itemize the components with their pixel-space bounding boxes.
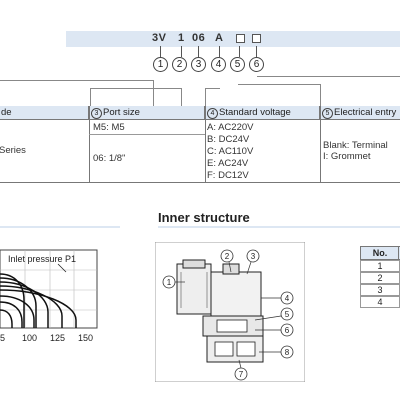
parts-table-header-name bbox=[398, 246, 400, 260]
port-size-m5: M5: M5 bbox=[93, 122, 125, 133]
parts-table-header: No. bbox=[360, 246, 400, 260]
model-code-bar bbox=[66, 31, 400, 47]
circle-number-5: 5 bbox=[230, 57, 245, 72]
chart-curves bbox=[0, 273, 77, 328]
parts-table-row: 1 bbox=[360, 260, 400, 272]
label-pointer bbox=[57, 263, 67, 273]
callout-4: 4 bbox=[285, 294, 290, 303]
voltage-e: E: AC24V bbox=[207, 158, 249, 169]
port-chamber bbox=[236, 341, 256, 357]
circle-number-1: 1 bbox=[153, 57, 168, 72]
voltage-b: B: DC24V bbox=[207, 134, 250, 145]
connector-line-5 bbox=[238, 84, 321, 107]
spool bbox=[216, 319, 248, 333]
code-part-port: 06 bbox=[192, 32, 206, 44]
connector-line-6 bbox=[257, 76, 400, 78]
code-part-type: 1 bbox=[178, 32, 185, 44]
circle-number-6: 6 bbox=[249, 57, 264, 72]
x-tick-label: 150 bbox=[78, 333, 93, 343]
header-port-size-label: Port size bbox=[103, 107, 140, 118]
code-box-option-1 bbox=[236, 34, 245, 43]
header-number: 5 bbox=[322, 108, 333, 119]
column-divider bbox=[89, 106, 90, 183]
section-rule-left bbox=[0, 226, 120, 228]
voltage-a: A: AC220V bbox=[207, 122, 254, 133]
electrical-terminal: Blank: Terminal bbox=[323, 140, 388, 151]
callout-1: 1 bbox=[167, 278, 172, 287]
connector-line-1 bbox=[0, 80, 154, 107]
leader-line bbox=[256, 46, 258, 57]
column-divider bbox=[320, 106, 321, 183]
plunger-top bbox=[222, 263, 240, 275]
x-tick-label: 5 bbox=[0, 333, 5, 343]
header-voltage-label: Standard voltage bbox=[219, 107, 291, 118]
code-box-option-2 bbox=[252, 34, 261, 43]
coil-body bbox=[176, 263, 212, 315]
callout-5: 5 bbox=[285, 310, 290, 319]
coil-cap bbox=[182, 259, 206, 269]
connector-line-3 bbox=[90, 88, 182, 107]
port-chamber bbox=[214, 341, 234, 357]
circle-number-2: 2 bbox=[172, 57, 187, 72]
parts-table-row: 4 bbox=[360, 296, 400, 308]
connector-line-4 bbox=[205, 88, 220, 107]
leader-line bbox=[181, 46, 183, 57]
callout-7: 7 bbox=[239, 370, 244, 379]
callout-8: 8 bbox=[285, 348, 290, 357]
leader-line bbox=[239, 46, 241, 57]
flow-chart: Inlet pressure P1 5 100 125 150 bbox=[0, 249, 98, 343]
voltage-c: C: AC110V bbox=[207, 146, 254, 157]
parts-table-row: 2 bbox=[360, 272, 400, 284]
code-part-series: 3V bbox=[152, 32, 167, 44]
curve-series bbox=[0, 295, 35, 328]
code-part-voltage: A bbox=[215, 32, 224, 44]
x-tick-label: 125 bbox=[50, 333, 65, 343]
row-divider bbox=[89, 134, 205, 135]
electrical-grommet: I: Grommet bbox=[323, 151, 371, 162]
callout-6: 6 bbox=[285, 326, 290, 335]
header-number: 3 bbox=[91, 108, 102, 119]
port-size-06: 06: 1/8" bbox=[93, 153, 126, 164]
circle-number-4: 4 bbox=[211, 57, 226, 72]
voltage-f: F: DC12V bbox=[207, 170, 249, 181]
leader-line bbox=[198, 46, 200, 57]
section-rule-right bbox=[158, 226, 400, 228]
column-divider bbox=[205, 106, 206, 183]
leader-line bbox=[160, 46, 162, 57]
curve-series bbox=[0, 309, 13, 328]
parts-table-row: 3 bbox=[360, 284, 400, 296]
curve-series bbox=[0, 273, 25, 328]
header-number: 4 bbox=[207, 108, 218, 119]
callout-2: 2 bbox=[225, 252, 230, 261]
inner-structure-title: Inner structure bbox=[158, 210, 250, 225]
circle-number-3: 3 bbox=[191, 57, 206, 72]
header-electrical-label: Electrical entry bbox=[334, 107, 397, 118]
x-tick-label: 100 bbox=[22, 333, 37, 343]
leader-line bbox=[219, 46, 221, 57]
inlet-pressure-label: Inlet pressure P1 bbox=[8, 254, 76, 264]
callout-3: 3 bbox=[251, 252, 256, 261]
inner-structure-drawing: 1 2 3 4 5 6 7 8 bbox=[155, 242, 305, 382]
curve-series bbox=[0, 289, 77, 328]
valve-housing bbox=[210, 271, 262, 317]
curve-series bbox=[0, 301, 23, 328]
series-value: Series bbox=[0, 145, 26, 156]
header-series: de bbox=[0, 106, 89, 120]
